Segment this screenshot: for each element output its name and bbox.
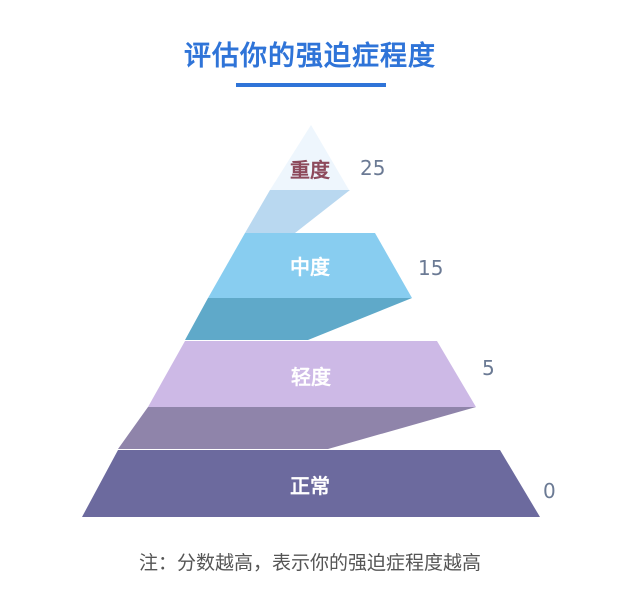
level-label-normal: 正常: [290, 474, 330, 498]
connector-mild-normal: [118, 407, 476, 449]
level-label-mild: 轻度: [291, 365, 332, 389]
score-label-mild: 5: [482, 356, 495, 380]
title-underline: [236, 83, 386, 87]
connector-severe-moderate: [245, 190, 350, 233]
level-label-moderate: 中度: [290, 255, 331, 279]
level-block-severe: [270, 125, 349, 190]
level-block-moderate: [208, 233, 412, 298]
level-block-mild: [148, 341, 476, 407]
footnote: 注：分数越高，表示你的强迫症程度越高: [138, 552, 481, 574]
level-block-normal: [82, 450, 540, 517]
page-title: 评估你的强迫症程度: [184, 41, 436, 72]
connector-moderate-mild: [185, 298, 412, 340]
score-label-severe: 25: [360, 156, 385, 180]
score-label-normal: 0: [543, 479, 556, 503]
score-label-moderate: 15: [418, 256, 443, 280]
level-label-severe: 重度: [290, 158, 331, 182]
